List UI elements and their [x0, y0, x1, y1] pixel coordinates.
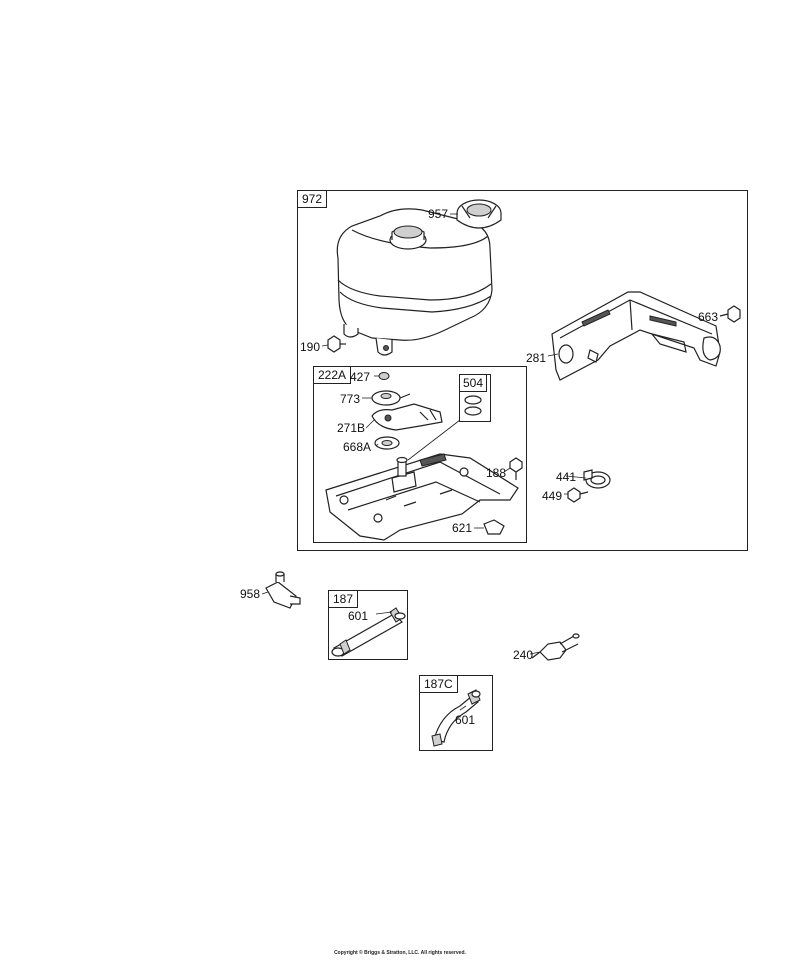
lever-271b-drawing [371, 403, 443, 431]
label-504: 504 [459, 374, 488, 392]
copyright-notice: Copyright © Briggs & Stratton, LLC. All … [334, 950, 466, 956]
seal-668a-drawing [374, 436, 400, 450]
screw-190-drawing [321, 335, 346, 353]
label-240: 240 [513, 648, 534, 662]
frame-972 [297, 190, 748, 551]
label-449: 449 [542, 489, 563, 503]
label-601-a: 601 [348, 609, 369, 623]
fuel-cap-drawing [456, 199, 502, 229]
clamp-441-drawing [583, 469, 611, 489]
washer-a-drawing [464, 395, 482, 405]
label-972: 972 [297, 190, 328, 208]
label-427: 427 [350, 370, 371, 384]
base-plate-drawing [325, 453, 519, 541]
fuel-tank-drawing [336, 208, 493, 356]
label-271b: 271B [337, 421, 366, 435]
label-187c: 187C [419, 675, 458, 693]
washer-b-drawing [464, 406, 482, 416]
fuel-valve-958-drawing [265, 571, 301, 609]
label-663: 663 [698, 310, 719, 324]
label-441: 441 [556, 470, 577, 484]
label-621: 621 [452, 521, 473, 535]
leader-lines [261, 213, 729, 711]
fuel-filter-240-drawing [531, 633, 580, 661]
label-187: 187 [328, 590, 359, 608]
hose-187c-drawing [431, 689, 481, 747]
hose-187-drawing [331, 607, 406, 657]
label-773: 773 [340, 392, 361, 406]
screw-449-drawing [567, 487, 589, 503]
label-281: 281 [526, 351, 547, 365]
clip-621-drawing [483, 519, 505, 535]
frame-222a [313, 366, 527, 543]
label-958: 958 [240, 587, 261, 601]
label-188: 188 [486, 466, 507, 480]
label-957: 957 [428, 207, 449, 221]
frame-187 [328, 590, 408, 660]
label-601-b: 601 [455, 713, 476, 727]
label-222a: 222A [313, 366, 352, 384]
label-190: 190 [300, 340, 321, 354]
label-668a: 668A [343, 440, 372, 454]
bracket-281-drawing [547, 291, 721, 381]
